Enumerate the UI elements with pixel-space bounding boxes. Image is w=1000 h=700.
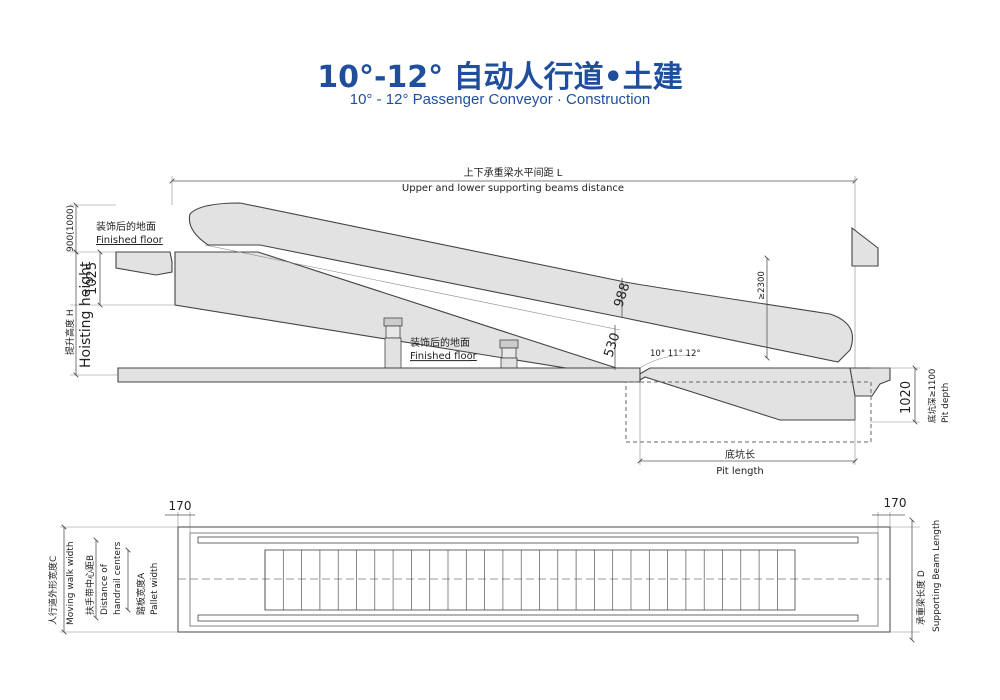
lower-right-slab xyxy=(849,367,891,397)
page-title: 10°-12° 自动人行道•土建 xyxy=(317,60,683,95)
lower-floor-slab xyxy=(117,367,641,383)
hoisting-label-cn: 提升高度 H xyxy=(64,309,76,355)
plan-view: 170 170 人行道外形宽度C Moving walk width 扶手带中心… xyxy=(47,496,942,640)
pit-length-label-en: Pit length xyxy=(716,466,764,477)
finished-floor-mid-en: Finished floor xyxy=(410,351,478,362)
pallet-steps xyxy=(264,550,778,610)
hoisting-label-en: Hoisting height xyxy=(78,261,94,368)
support-left xyxy=(383,317,403,369)
support-middle xyxy=(499,339,519,369)
upper-right-slab xyxy=(851,226,879,267)
span-label-cn: 上下承重梁水平间距 L xyxy=(464,166,563,179)
dim-170-right: 170 xyxy=(884,496,907,510)
pit-depth-label-cn: 底坑深≥1100 xyxy=(927,369,938,423)
dim-1025: 1025 xyxy=(85,262,100,295)
angle-labels: 10° 11° 12° xyxy=(650,349,701,359)
pallet-width-cn: 踏板宽度A xyxy=(135,572,147,615)
walk-width-cn: 人行道外形宽度C xyxy=(47,556,59,625)
pallet-width-en: Pallet width xyxy=(150,563,160,615)
handrail-bottom xyxy=(197,614,859,622)
handrail-distance-en-1: Distance of xyxy=(100,563,110,615)
dim-1020: 1020 xyxy=(899,381,914,414)
beam-length-cn: 承重梁长度 D xyxy=(915,570,927,625)
upper-floor-slab xyxy=(115,251,173,276)
pit-outline xyxy=(625,381,872,443)
pit-length-label-cn: 底坑长 xyxy=(725,448,755,461)
dim-988: 988 xyxy=(612,281,634,309)
pit-depth-label-en: Pit depth xyxy=(941,383,951,423)
handrail-top xyxy=(197,536,859,544)
side-elevation-view: 上下承重梁水平间距 L Upper and lower supporting b… xyxy=(64,166,951,477)
dim-2300: ≥2300 xyxy=(757,271,767,300)
span-label-en: Upper and lower supporting beams distanc… xyxy=(402,183,624,194)
finished-floor-mid-cn: 装饰后的地面 xyxy=(410,336,470,349)
walk-width-en: Moving walk width xyxy=(66,541,76,625)
handrail-distance-en-2: handrail centers xyxy=(113,541,123,615)
page-subtitle: 10° - 12° Passenger Conveyor · Construct… xyxy=(349,91,651,108)
dim-900: 900(1000) xyxy=(66,205,76,252)
walk-outline xyxy=(177,526,891,633)
handrail-distance-cn: 扶手带中心距B xyxy=(84,555,96,615)
dim-530: 530 xyxy=(602,331,624,359)
beam-length-en: Supporting Beam Length xyxy=(932,520,942,632)
dim-170-left: 170 xyxy=(169,499,192,513)
balustrade-handrail xyxy=(188,202,854,363)
finished-floor-top-en: Finished floor xyxy=(96,235,164,246)
finished-floor-top-cn: 装饰后的地面 xyxy=(96,220,156,233)
